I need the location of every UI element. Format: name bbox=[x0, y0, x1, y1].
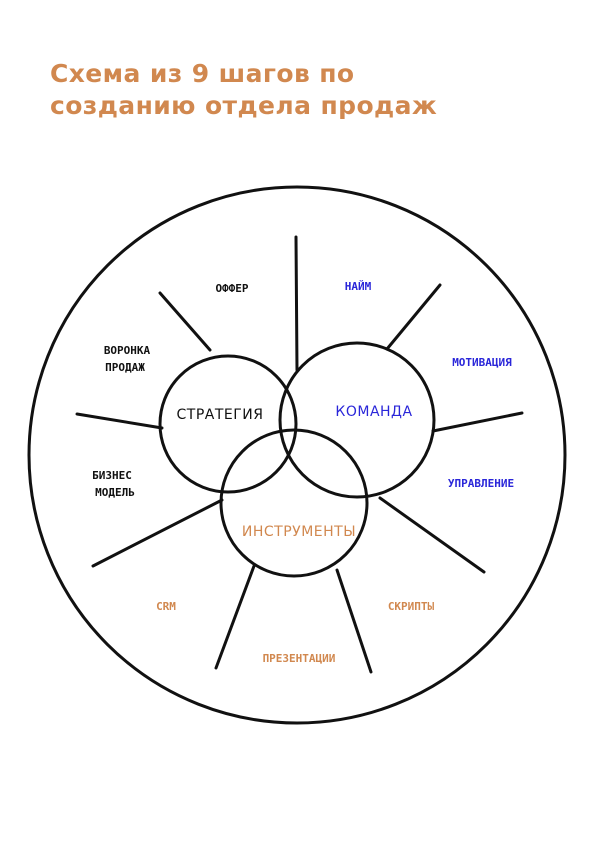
step-motivation: МОТИВАЦИЯ bbox=[452, 356, 512, 369]
title-line-2: созданию отдела продаж bbox=[50, 91, 438, 120]
diagram-title: Схема из 9 шагов по созданию отдела прод… bbox=[50, 58, 437, 122]
step-presentations: ПРЕЗЕНТАЦИИ bbox=[263, 652, 336, 665]
team-circle bbox=[278, 341, 436, 499]
divider-scripts-management bbox=[378, 496, 486, 574]
divider-crm-presentations bbox=[214, 564, 256, 670]
divider-motivation-hiring bbox=[385, 283, 442, 351]
hub-tools: ИНСТРУМЕНТЫ bbox=[242, 524, 356, 540]
step-offer: ОФФЕР bbox=[215, 282, 248, 295]
title-line-1: Схема из 9 шагов по bbox=[50, 59, 355, 88]
outer-circle bbox=[27, 185, 567, 725]
hub-strategy: СТРАТЕГИЯ bbox=[177, 407, 264, 423]
step-model-line-2: МОДЕЛЬ bbox=[95, 486, 135, 499]
divider-model-crm bbox=[91, 498, 224, 568]
divider-management-motivation bbox=[431, 411, 524, 433]
step-funnel-line-1: ВОРОНКА bbox=[104, 344, 151, 357]
divider-presentations-scripts bbox=[335, 568, 373, 674]
divider-top bbox=[294, 235, 299, 372]
step-funnel-line-2: ПРОДАЖ bbox=[105, 361, 145, 374]
step-scripts: СКРИПТЫ bbox=[388, 600, 435, 613]
step-management: УПРАВЛЕНИЕ bbox=[448, 477, 514, 490]
tools-circle bbox=[219, 428, 369, 578]
step-model-line-1: БИЗНЕС bbox=[92, 469, 132, 482]
strategy-circle bbox=[158, 354, 298, 494]
divider-funnel-model bbox=[75, 412, 164, 430]
hub-team: КОМАНДА bbox=[335, 404, 412, 420]
divider-offer-funnel bbox=[158, 291, 212, 352]
step-hiring: НАЙМ bbox=[345, 280, 372, 293]
step-crm: CRM bbox=[156, 600, 176, 613]
